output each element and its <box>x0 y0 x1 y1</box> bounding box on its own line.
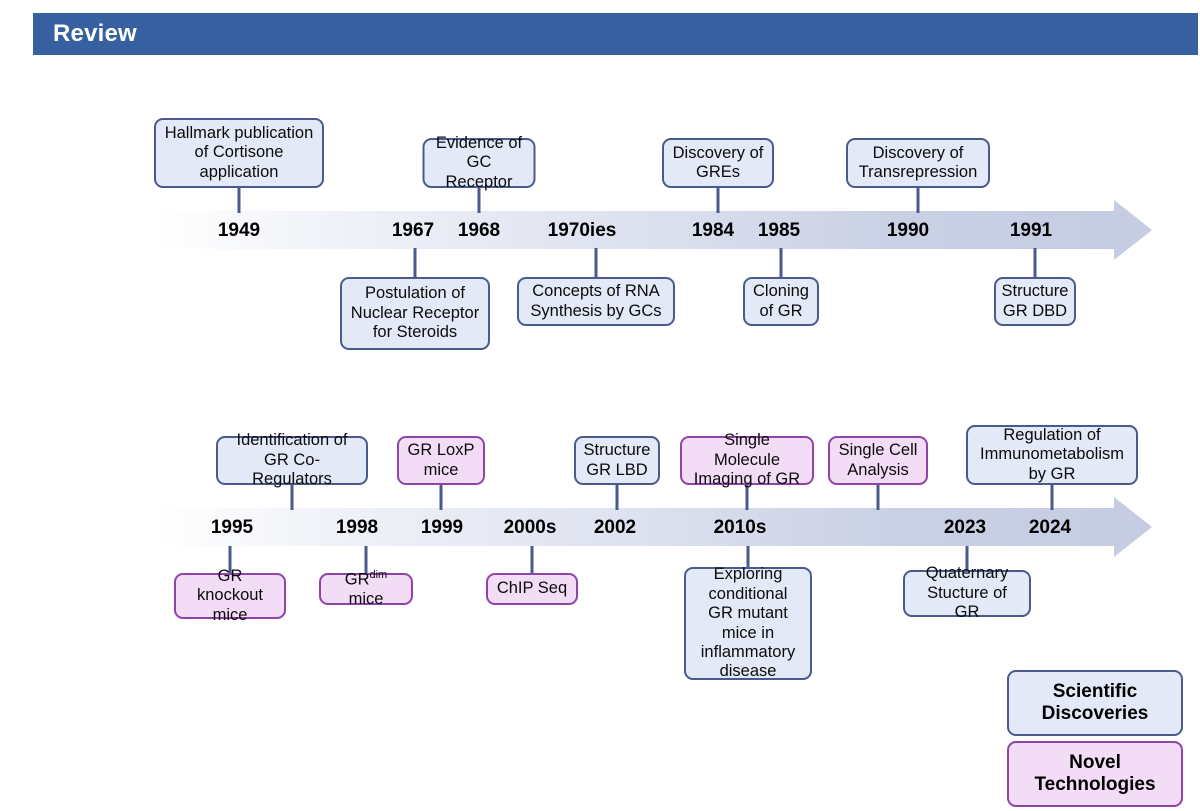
year-label: 1990 <box>886 220 930 241</box>
year-label: 1991 <box>1009 220 1053 241</box>
timeline-bar <box>152 508 1114 546</box>
event-box-single-molecule-imaging[interactable]: Single Molecule Imaging of GR <box>680 431 814 488</box>
year-label: 2002 <box>593 517 637 538</box>
year-label: 1985 <box>757 220 801 241</box>
event-box-hallmark-cortisone[interactable]: Hallmark publication of Cortisone applic… <box>154 118 324 188</box>
connector-stem <box>1033 248 1037 277</box>
event-box-gr-dim-mice[interactable]: GRdim mice <box>319 569 413 608</box>
connector-stem <box>477 187 481 213</box>
connector-stem <box>413 248 417 277</box>
page-title: Review <box>53 20 137 47</box>
event-box-regulation-immunometabolism[interactable]: Regulation of Immunometabolism by GR <box>966 425 1138 485</box>
event-box-exploring-conditional-gr[interactable]: Exploring conditional GR mutant mice in … <box>684 565 812 680</box>
event-box-gr-loxp-mice[interactable]: GR LoxP mice <box>397 436 485 485</box>
event-box-cloning-of-gr[interactable]: Cloning of GR <box>743 277 819 326</box>
connector-stem <box>530 546 534 573</box>
year-label: 2023 <box>943 517 987 538</box>
year-label: 2000s <box>503 517 557 538</box>
year-label: 1984 <box>691 220 735 241</box>
connector-stem <box>745 485 749 510</box>
connector-stem <box>779 248 783 277</box>
connector-stem <box>916 187 920 213</box>
legend-item-scientific-discoveries: Scientific Discoveries <box>1007 670 1183 737</box>
review-header-bar: Review <box>33 13 1198 55</box>
connector-stem <box>876 485 880 510</box>
event-box-evidence-gc-receptor[interactable]: Evidence of GC Receptor <box>422 134 536 191</box>
year-label: 1967 <box>391 220 435 241</box>
connector-stem <box>594 248 598 277</box>
connector-stem <box>439 485 443 510</box>
event-box-discovery-transrepression[interactable]: Discovery of Transrepression <box>846 138 990 188</box>
year-label: 1998 <box>335 517 379 538</box>
event-box-discovery-gres[interactable]: Discovery of GREs <box>662 138 774 188</box>
year-label: 2010s <box>713 517 767 538</box>
event-box-postulation-nuclear-receptor[interactable]: Postulation of Nuclear Receptor for Ster… <box>340 277 490 350</box>
connector-stem <box>615 485 619 510</box>
timeline-arrowhead <box>1114 200 1152 260</box>
timeline-arrowhead <box>1114 497 1152 557</box>
year-label: 1968 <box>457 220 501 241</box>
gr-dim-label: GRdim mice <box>344 568 388 608</box>
timeline-bar <box>152 211 1114 249</box>
connector-stem <box>965 546 969 573</box>
event-box-gr-co-regulators[interactable]: Identification of GR Co-Regulators <box>216 431 368 488</box>
legend: Scientific Discoveries Novel Technologie… <box>1007 670 1183 808</box>
year-label: 1995 <box>210 517 254 538</box>
connector-stem <box>237 187 241 213</box>
year-label: 1970ies <box>547 220 617 241</box>
event-box-structure-gr-lbd[interactable]: Structure GR LBD <box>574 436 660 485</box>
event-box-gr-knockout-mice[interactable]: GR knockout mice <box>174 567 286 624</box>
event-box-single-cell-analysis[interactable]: Single Cell Analysis <box>828 436 928 485</box>
event-box-structure-gr-dbd[interactable]: Structure GR DBD <box>994 277 1076 326</box>
year-label: 1949 <box>217 220 261 241</box>
legend-item-novel-technologies: Novel Technologies <box>1007 741 1183 808</box>
connector-stem <box>746 546 750 573</box>
connector-stem <box>716 187 720 213</box>
event-box-quaternary-structure-gr[interactable]: Quaternary Stucture of GR <box>903 564 1031 621</box>
year-label: 2024 <box>1028 517 1072 538</box>
connector-stem <box>290 485 294 510</box>
connector-stem <box>364 546 368 573</box>
event-box-rna-synthesis-concepts[interactable]: Concepts of RNA Synthesis by GCs <box>517 277 675 326</box>
connector-stem <box>228 546 232 573</box>
year-label: 1999 <box>420 517 464 538</box>
connector-stem <box>1050 485 1054 510</box>
event-box-chip-seq[interactable]: ChIP Seq <box>486 573 578 605</box>
